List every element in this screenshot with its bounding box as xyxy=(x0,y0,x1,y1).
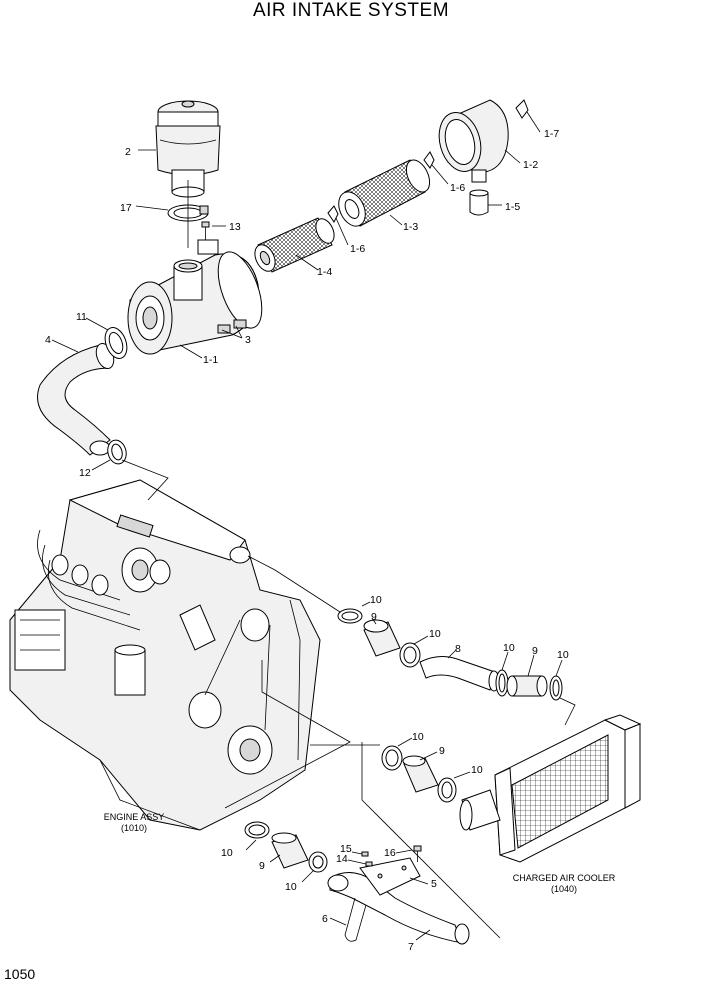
pre-cleaner-cap xyxy=(155,100,221,198)
callout-15: 15 xyxy=(340,843,352,855)
callout-10-a: 10 xyxy=(370,594,382,606)
end-cover xyxy=(438,99,529,216)
callout-14: 14 xyxy=(336,853,348,865)
callout-1-1: 1-1 xyxy=(203,354,218,366)
air-cleaner-icon xyxy=(127,239,263,355)
callout-8: 8 xyxy=(455,643,461,655)
callout-10-e: 10 xyxy=(412,731,424,743)
callout-10-g: 10 xyxy=(221,847,233,859)
charge-pipe-8 xyxy=(419,656,500,692)
callout-5: 5 xyxy=(431,878,437,890)
u-bolt-6 xyxy=(344,897,367,942)
hose-9d xyxy=(271,832,309,869)
callout-10-d: 10 xyxy=(557,649,569,661)
hose-clamp-10f xyxy=(437,777,457,803)
hose-9b xyxy=(506,675,548,697)
callout-1-7: 1-7 xyxy=(544,128,559,140)
callout-3: 3 xyxy=(245,334,251,346)
callout-9-d: 9 xyxy=(259,860,265,872)
callout-1-4: 1-4 xyxy=(317,266,332,278)
engine-icon xyxy=(9,479,321,831)
callout-9-c: 9 xyxy=(439,745,445,757)
callout-labels: 2 17 13 1-7 1-2 1-6 1-5 1-3 1-6 1-4 11 3… xyxy=(45,128,569,953)
bolt-16 xyxy=(413,845,422,862)
callout-10-b: 10 xyxy=(429,628,441,640)
bracket-5 xyxy=(359,857,421,896)
callout-1-6-upper: 1-6 xyxy=(450,182,465,194)
hose-clamp-10g xyxy=(244,821,270,839)
callout-4: 4 xyxy=(45,334,51,346)
callout-17: 17 xyxy=(120,202,132,214)
page-number: 1050 xyxy=(4,966,36,982)
callout-10-c: 10 xyxy=(503,642,515,654)
callout-10-f: 10 xyxy=(471,764,483,776)
hose-clamp-10a xyxy=(337,608,363,624)
callout-16: 16 xyxy=(384,847,396,859)
hose-clamp-10e xyxy=(381,745,403,771)
callout-9-a: 9 xyxy=(371,611,377,623)
hose-clamp-10c xyxy=(495,669,509,697)
assembly-notes: ENGINE ASSY (1010) CHARGED AIR COOLER (1… xyxy=(104,812,616,894)
diagram-title: AIR INTAKE SYSTEM xyxy=(252,0,450,21)
bolt-14-15 xyxy=(361,851,373,867)
leader-lines xyxy=(51,111,563,941)
hose-clamp-10b xyxy=(399,642,421,668)
callout-12: 12 xyxy=(79,467,91,479)
cooler-ref: (1040) xyxy=(551,884,577,894)
callout-11: 11 xyxy=(76,311,87,323)
hose-clamp-11 xyxy=(104,327,128,359)
outer-filter-element xyxy=(338,151,435,227)
engine-assy-name: ENGINE ASSY xyxy=(104,812,165,822)
callout-1-2: 1-2 xyxy=(523,159,538,171)
connection-lines xyxy=(121,180,576,939)
callout-13: 13 xyxy=(229,221,241,233)
hose-clamp-10h xyxy=(308,851,328,873)
callout-10-h: 10 xyxy=(285,881,297,893)
callout-6: 6 xyxy=(322,913,328,925)
hose-9a xyxy=(363,619,401,657)
callout-7: 7 xyxy=(408,941,414,953)
filter-element-icon xyxy=(254,205,339,273)
callout-2: 2 xyxy=(125,146,131,158)
callout-9-b: 9 xyxy=(532,645,538,657)
hose-clamp-10d xyxy=(549,675,563,701)
engine-assy-ref: (1010) xyxy=(121,823,147,833)
pipe-7 xyxy=(327,872,470,945)
hose-clamp-12 xyxy=(107,439,127,465)
callout-1-3: 1-3 xyxy=(403,221,418,233)
callout-1-5: 1-5 xyxy=(505,201,520,213)
hose-9c xyxy=(402,755,439,793)
callout-1-6-lower: 1-6 xyxy=(350,243,365,255)
intake-hose xyxy=(37,342,115,456)
intercooler-icon xyxy=(459,714,642,863)
cooler-name: CHARGED AIR COOLER xyxy=(513,873,616,883)
